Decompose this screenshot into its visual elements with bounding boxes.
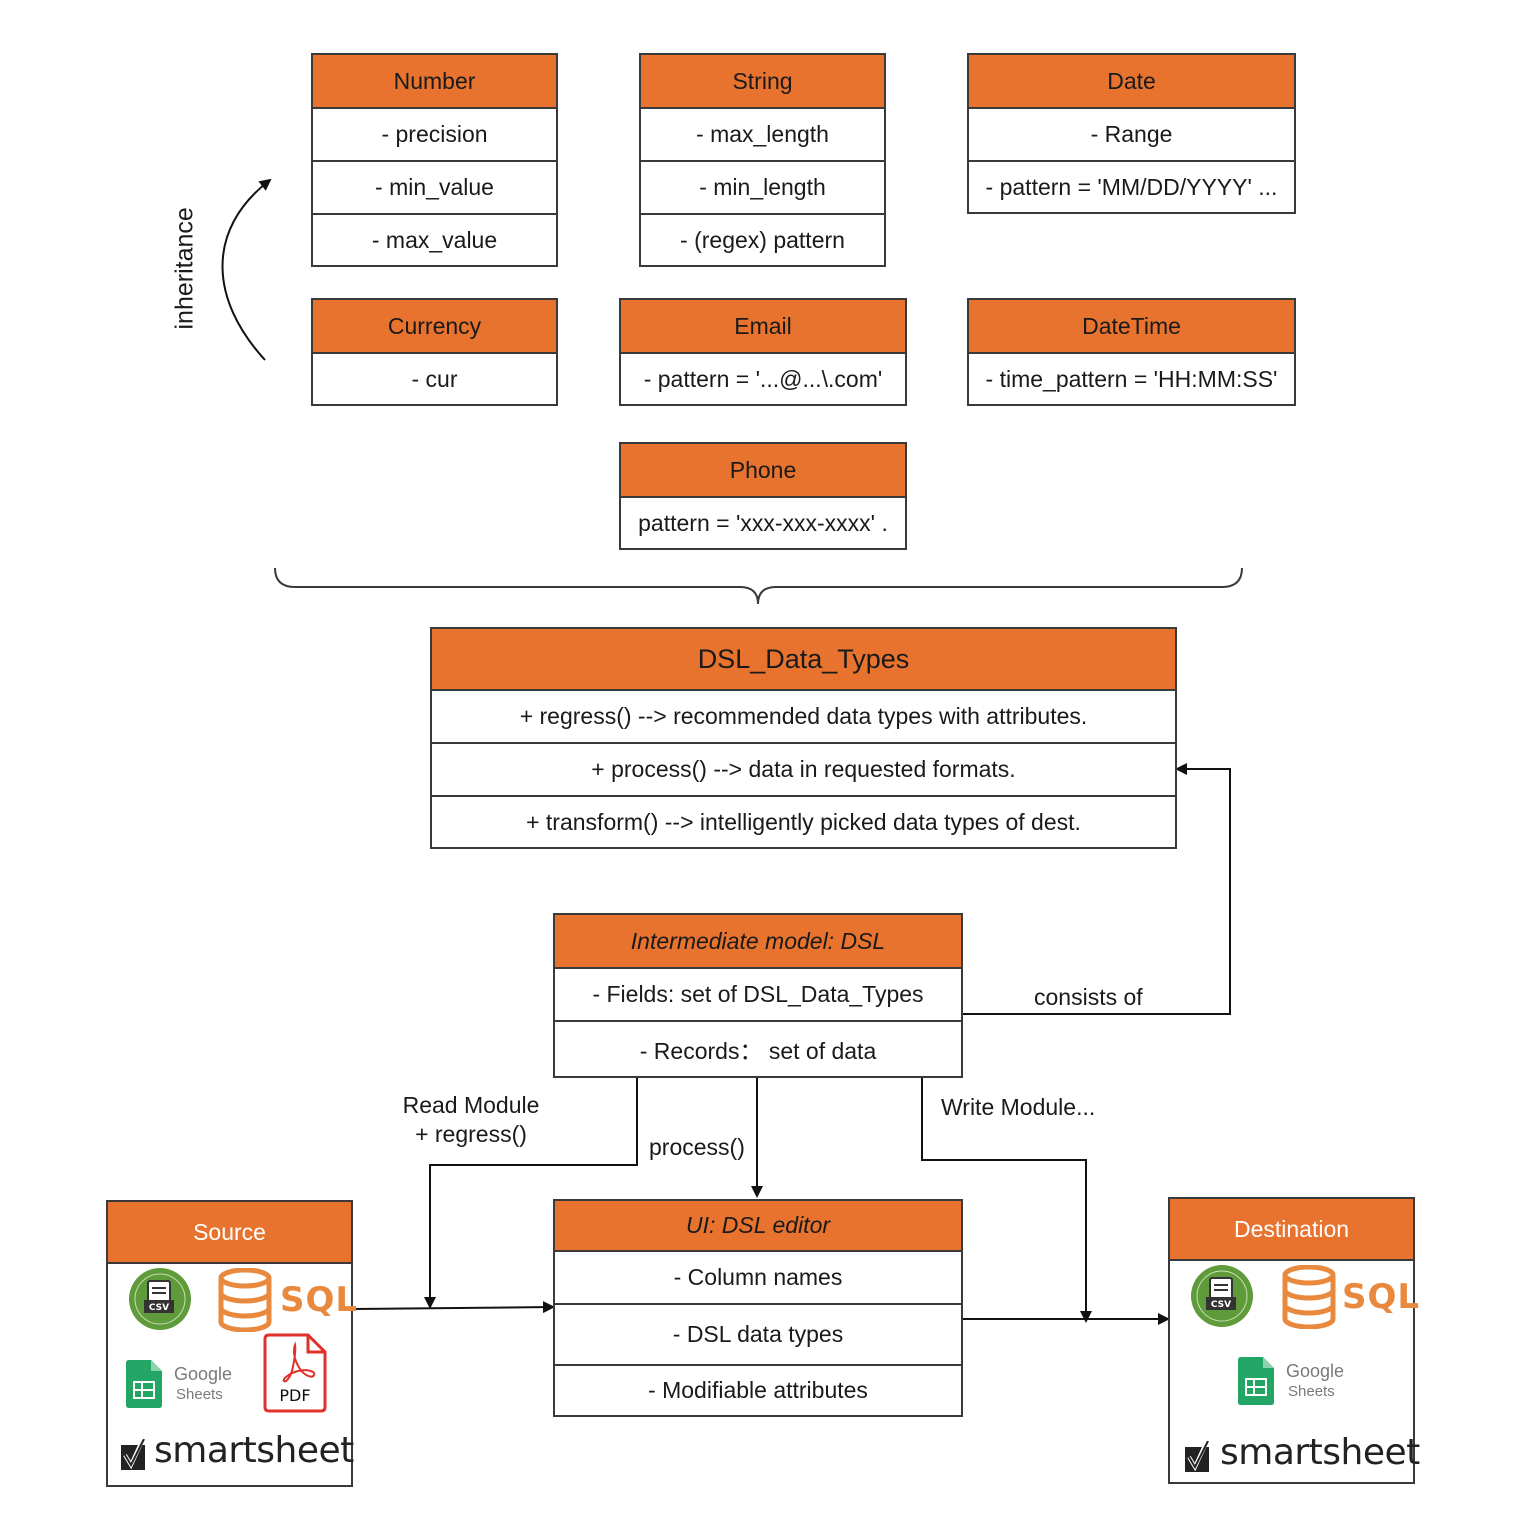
sheets-label: Sheets: [1288, 1383, 1335, 1400]
class-attribute: - cur: [411, 365, 458, 392]
destination-title: Destination: [1170, 1199, 1413, 1261]
consists-of-label: consists of: [1034, 984, 1143, 1010]
write-module-label: Write Module...: [941, 1094, 1096, 1120]
class-email[interactable]: Email - pattern = '...@...\.com': [619, 298, 907, 406]
class-string-title: String: [641, 55, 884, 109]
read-module-arrow: [424, 1078, 638, 1309]
class-attribute: pattern = 'xxx-xxx-xxxx' .: [638, 509, 888, 536]
class-attribute: - Range: [969, 109, 1294, 162]
class-attribute: - Records： set of data: [639, 1038, 877, 1064]
database-icon: [218, 1267, 272, 1333]
svg-text:CSV: CSV: [149, 1303, 169, 1313]
source-panel[interactable]: Source CSV SQL: [106, 1200, 357, 1487]
class-datetime-title: DateTime: [969, 300, 1294, 354]
class-method: + regress() --> recommended data types w…: [432, 691, 1175, 744]
class-dsl-data-types[interactable]: DSL_Data_Types + regress() --> recommend…: [430, 627, 1177, 849]
class-date-title: Date: [969, 55, 1294, 109]
source-to-editor-arrow: [352, 1301, 555, 1314]
pdf-icon: PDF: [262, 1333, 328, 1413]
csv-icon: CSV: [1190, 1264, 1254, 1328]
class-method: + transform() --> intelligently picked d…: [526, 808, 1081, 835]
source-title: Source: [108, 1202, 351, 1264]
smartsheet-check-icon: [1184, 1440, 1210, 1473]
class-attribute: - Modifiable attributes: [648, 1377, 868, 1403]
smartsheet-check-icon: [120, 1438, 146, 1471]
class-intermediate-model-title: Intermediate model: DSL: [555, 915, 961, 969]
class-ui-dsl-editor[interactable]: UI: DSL editor - Column names - DSL data…: [553, 1199, 963, 1417]
google-sheets-icon: [126, 1360, 162, 1408]
consists-of-arrow: [963, 763, 1231, 1015]
sheets-label: Sheets: [176, 1386, 223, 1403]
brace-icon: [274, 567, 1243, 605]
inheritance-arrow: [221, 178, 272, 361]
svg-text:CSV: CSV: [1211, 1300, 1231, 1310]
class-method: + process() --> data in requested format…: [432, 744, 1175, 797]
class-attribute: - pattern = '...@...\.com': [643, 365, 883, 392]
destination-panel[interactable]: Destination CSV SQL: [1168, 1197, 1420, 1484]
class-attribute: - time_pattern = 'HH:MM:SS': [985, 365, 1278, 392]
class-string[interactable]: String - max_length - min_length - (rege…: [639, 53, 886, 267]
class-attribute: - max_length: [641, 109, 884, 162]
class-intermediate-model[interactable]: Intermediate model: DSL - Fields: set of…: [553, 913, 963, 1078]
class-number[interactable]: Number - precision - min_value - max_val…: [311, 53, 558, 267]
class-attribute: - Fields: set of DSL_Data_Types: [555, 969, 961, 1022]
class-currency-title: Currency: [313, 300, 556, 354]
class-attribute: - pattern = 'MM/DD/YYYY' ...: [985, 173, 1278, 200]
class-datetime[interactable]: DateTime - time_pattern = 'HH:MM:SS': [967, 298, 1296, 406]
class-number-title: Number: [313, 55, 556, 109]
class-attribute: - min_value: [313, 162, 556, 215]
write-module-arrow: [921, 1078, 1092, 1323]
read-module-label: Read Module: [402, 1092, 540, 1118]
google-label: Google: [174, 1364, 233, 1384]
class-attribute: - min_length: [641, 162, 884, 215]
class-email-title: Email: [621, 300, 905, 354]
regress-label: + regress(): [415, 1121, 527, 1147]
process-label: process(): [649, 1134, 745, 1160]
class-attribute: - DSL data types: [555, 1305, 961, 1366]
class-phone[interactable]: Phone pattern = 'xxx-xxx-xxxx' .: [619, 442, 907, 550]
class-attribute: - max_value: [371, 226, 498, 253]
class-dsl-data-types-title: DSL_Data_Types: [432, 629, 1175, 691]
svg-text:PDF: PDF: [279, 1386, 310, 1405]
database-icon: [1282, 1264, 1336, 1330]
sql-label: SQL: [280, 1280, 359, 1320]
smartsheet-label: smartsheet: [154, 1430, 354, 1471]
class-phone-title: Phone: [621, 444, 905, 498]
inheritance-label: inheritance: [170, 207, 199, 330]
class-date[interactable]: Date - Range - pattern = 'MM/DD/YYYY' ..…: [967, 53, 1296, 214]
google-sheets-icon: [1238, 1357, 1274, 1405]
class-attribute: - (regex) pattern: [680, 226, 845, 253]
sql-label: SQL: [1342, 1277, 1421, 1317]
google-label: Google: [1286, 1361, 1345, 1381]
class-currency[interactable]: Currency - cur: [311, 298, 558, 406]
class-ui-dsl-editor-title: UI: DSL editor: [555, 1201, 961, 1252]
class-attribute: - precision: [313, 109, 556, 162]
class-attribute: - Column names: [555, 1252, 961, 1305]
smartsheet-label: smartsheet: [1220, 1432, 1420, 1473]
csv-icon: CSV: [128, 1267, 192, 1331]
